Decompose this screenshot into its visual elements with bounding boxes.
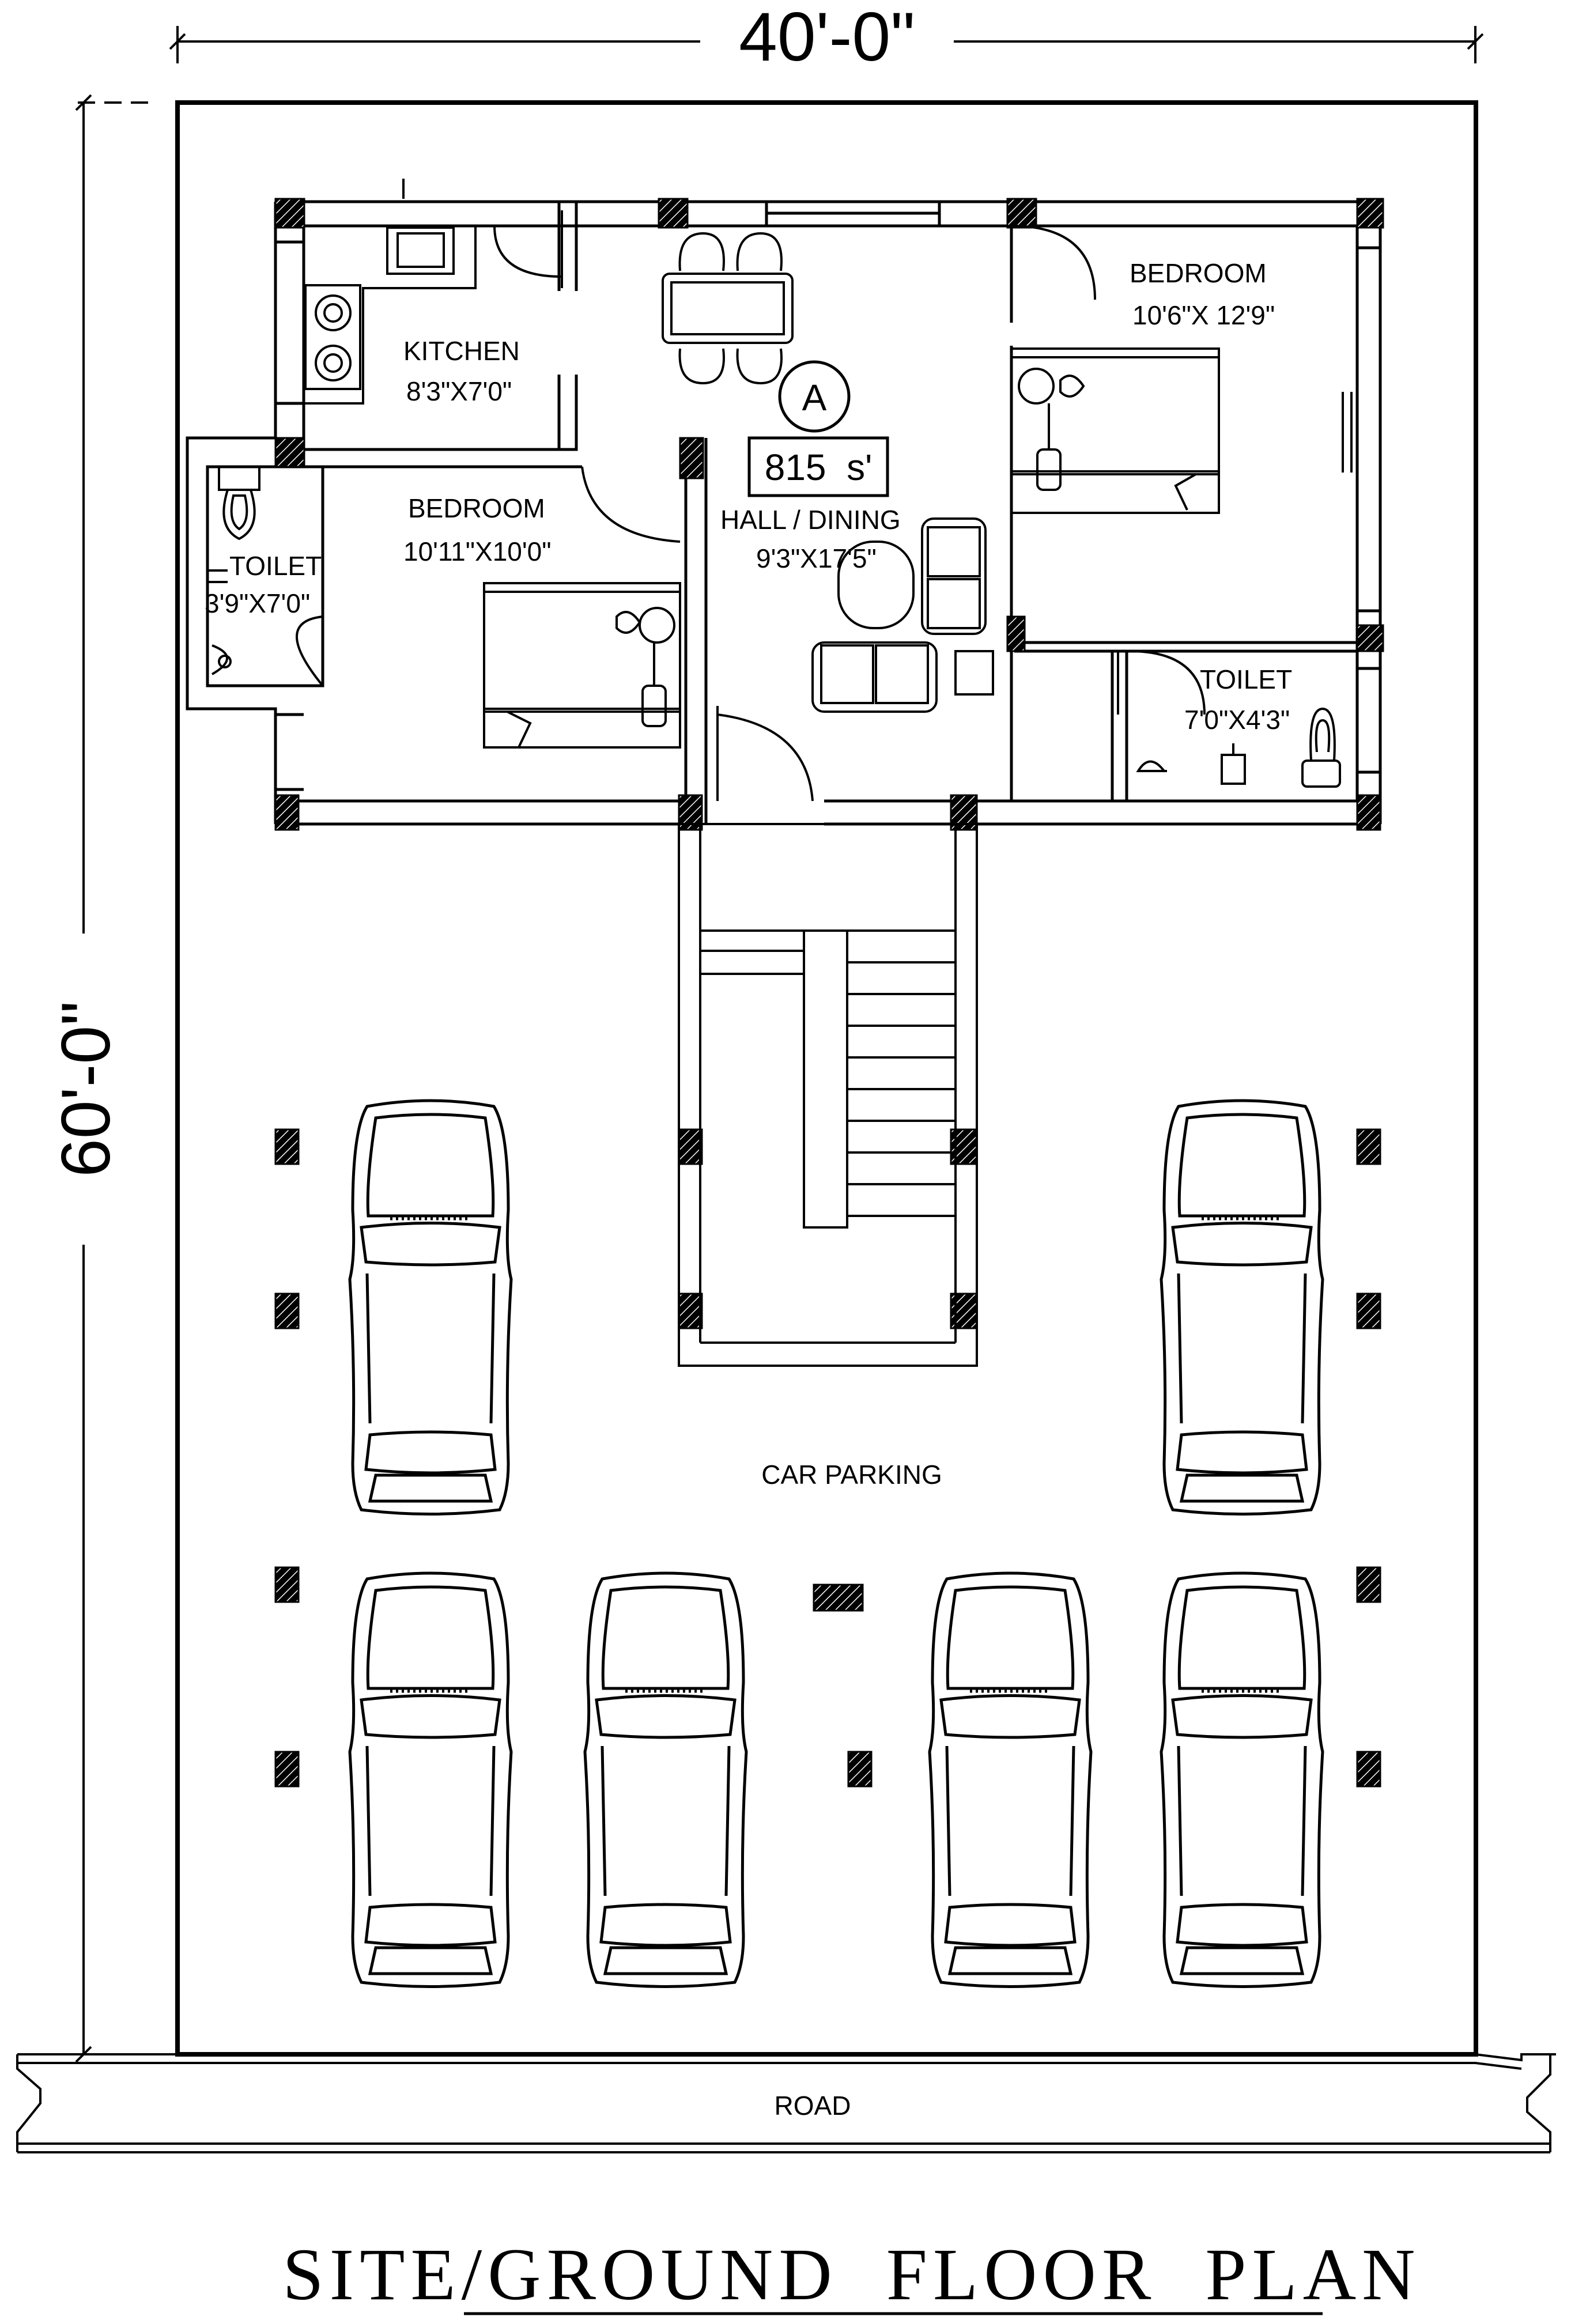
kitchen-fixtures <box>304 179 477 405</box>
unit-marker-label: A <box>802 377 827 418</box>
car-4 <box>585 1573 746 1987</box>
width-dimension <box>169 26 1484 63</box>
car-3 <box>350 1573 511 1987</box>
plan-title: SITE/GROUND FLOOR PLAN <box>282 2234 1421 2315</box>
road-lines <box>16 2053 1556 2153</box>
car-1 <box>350 1101 511 1514</box>
living-furniture <box>811 517 994 713</box>
unit-marker-circle <box>778 360 851 433</box>
car-parking-label: CAR PARKING <box>761 1460 942 1490</box>
left-toilet-label: TOILET <box>229 551 322 581</box>
right-toilet-fixtures <box>1136 707 1341 788</box>
width-label: 40'-0" <box>739 0 915 75</box>
hall-size: 9'3"X17'5" <box>756 543 877 573</box>
house-walls <box>186 200 1382 826</box>
columns <box>274 198 1384 1788</box>
road-label: ROAD <box>775 2091 851 2121</box>
left-bedroom-size: 10'11"X10'0" <box>403 536 552 566</box>
left-toilet-size: 3'9"X7'0" <box>205 588 310 618</box>
dining-table <box>662 232 794 385</box>
car-6 <box>1161 1573 1323 1987</box>
hall-label: HALL / DINING <box>720 505 901 535</box>
kitchen-label: KITCHEN <box>403 336 520 366</box>
left-bedroom-label: BEDROOM <box>408 493 545 523</box>
right-toilet-size: 7'0"X4'3" <box>1184 705 1290 735</box>
right-bedroom-label: BEDROOM <box>1130 258 1267 288</box>
right-bedroom-furniture <box>1010 347 1353 514</box>
right-toilet-label: TOILET <box>1200 664 1292 694</box>
staircase <box>678 823 978 1367</box>
car-2 <box>1161 1101 1323 1514</box>
car-5 <box>930 1573 1091 1987</box>
kitchen-size: 8'3"X7'0" <box>406 376 512 406</box>
area-label: 815 s' <box>765 447 873 488</box>
door-swings <box>296 210 1206 802</box>
right-bedroom-size: 10'6"X 12'9" <box>1132 300 1275 330</box>
left-toilet-fixtures <box>207 466 260 675</box>
site-boundary <box>175 100 1478 2057</box>
area-box <box>747 436 889 497</box>
depth-label: 60'-0" <box>47 1001 124 1177</box>
left-bedroom-furniture <box>483 582 681 749</box>
